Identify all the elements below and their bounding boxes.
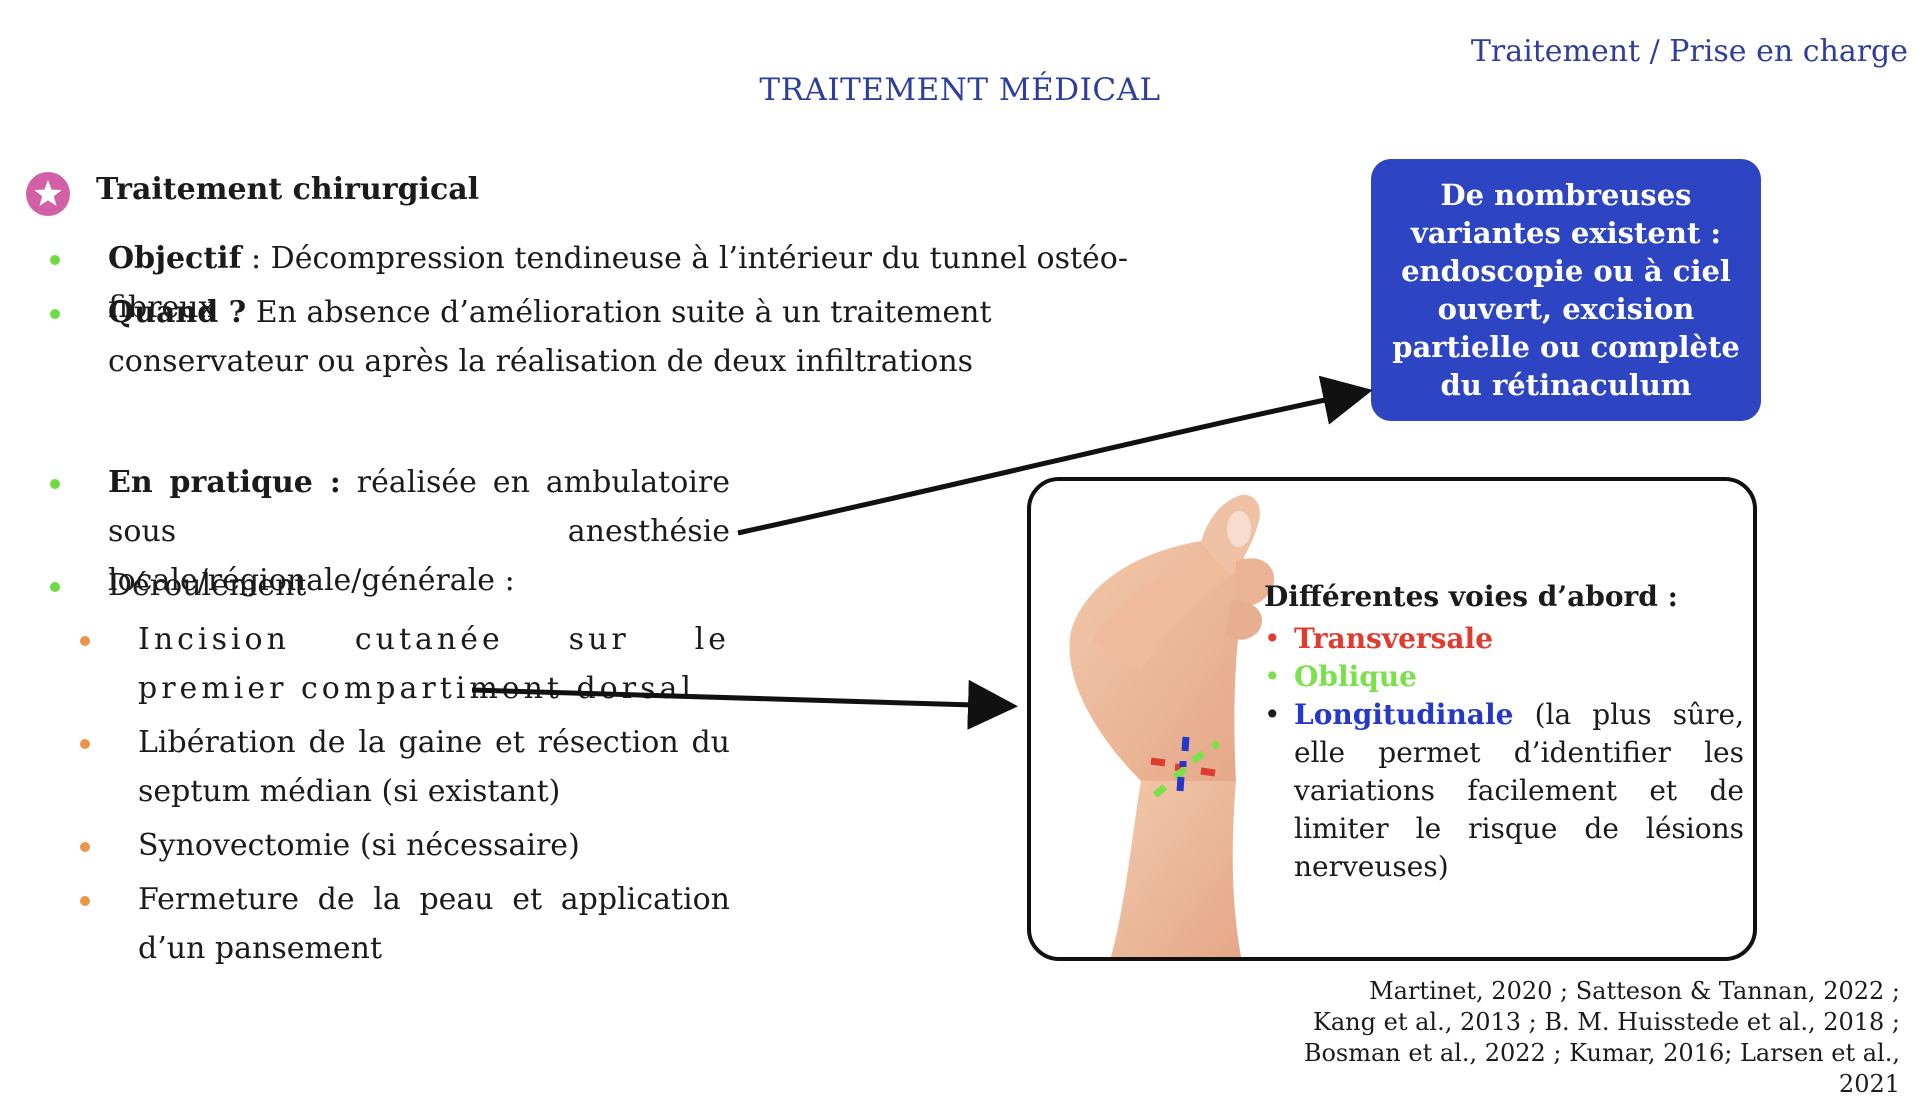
step-item: Fermeture de la peau et application d’un… — [138, 882, 730, 966]
arrow-to-figure — [471, 679, 1018, 730]
sub-bullet-dot — [80, 636, 90, 646]
bullet-quand: Quand ? En absence d’amélioration suite … — [108, 288, 1186, 386]
objectif-text: : Décompression tendineuse à l’intérieur… — [108, 241, 1128, 325]
oblique-label: Oblique — [1294, 660, 1417, 693]
step-item: Libération de la gaine et résection du s… — [138, 725, 730, 809]
arrow-to-variants — [737, 375, 1373, 536]
bullet-objectif: Objectif : Décompression tendineuse à l’… — [108, 234, 1208, 332]
slide-title: TRAITEMENT MÉDICAL — [759, 72, 1161, 108]
quand-text: En absence d’amélioration suite à un tra… — [108, 295, 992, 379]
star-icon — [26, 172, 70, 216]
step-item: Synovectomie (si nécessaire) — [138, 828, 580, 863]
bullet-mark: • — [1264, 698, 1281, 731]
sub-bullet-dot — [80, 896, 90, 906]
incision-marks — [1150, 736, 1221, 798]
bullet-dot — [50, 479, 60, 489]
bullet-deroulement: Déroulement — [108, 568, 307, 603]
variants-text: De nombreuses variantes existent : endos… — [1392, 178, 1740, 402]
approaches-title: Différentes voies d’abord : — [1264, 580, 1678, 613]
pratique-label: En pratique : — [108, 465, 341, 500]
bullet-mark: • — [1264, 660, 1281, 693]
pratique-text: réalisée en ambulatoire sous anesthésie … — [108, 465, 730, 598]
approach-oblique: • Oblique — [1264, 658, 1744, 696]
bullet-pratique: En pratique : réalisée en ambulatoire so… — [108, 458, 730, 605]
transversale-label: Transversale — [1294, 622, 1494, 655]
variants-box: De nombreuses variantes existent : endos… — [1371, 159, 1761, 421]
objectif-label: Objectif — [108, 241, 242, 276]
longitudinale-label: Longitudinale — [1294, 698, 1514, 731]
bullet-mark: • — [1264, 622, 1281, 655]
references: Martinet, 2020 ; Satteson & Tannan, 2022… — [1303, 977, 1900, 1098]
bullet-dot — [50, 309, 60, 319]
approaches-figure — [1027, 477, 1757, 961]
step-item: Incision cutanée sur le premier comparti… — [138, 622, 730, 706]
quand-label: Quand ? — [108, 295, 247, 330]
approach-longitudinale: • Longitudinale (la plus sûre, elle perm… — [1264, 696, 1744, 886]
longitudinale-note: (la plus sûre, elle permet d’identifier … — [1294, 698, 1744, 883]
approach-transversale: • Transversale — [1264, 620, 1744, 658]
section-heading: Traitement chirurgical — [96, 172, 480, 207]
section-label: Traitement / Prise en charge — [1470, 34, 1908, 69]
hand-illustration — [1069, 494, 1275, 957]
bullet-dot — [50, 255, 60, 265]
sub-bullet-dot — [80, 739, 90, 749]
sub-bullet-dot — [80, 842, 90, 852]
bullet-dot — [50, 582, 60, 592]
